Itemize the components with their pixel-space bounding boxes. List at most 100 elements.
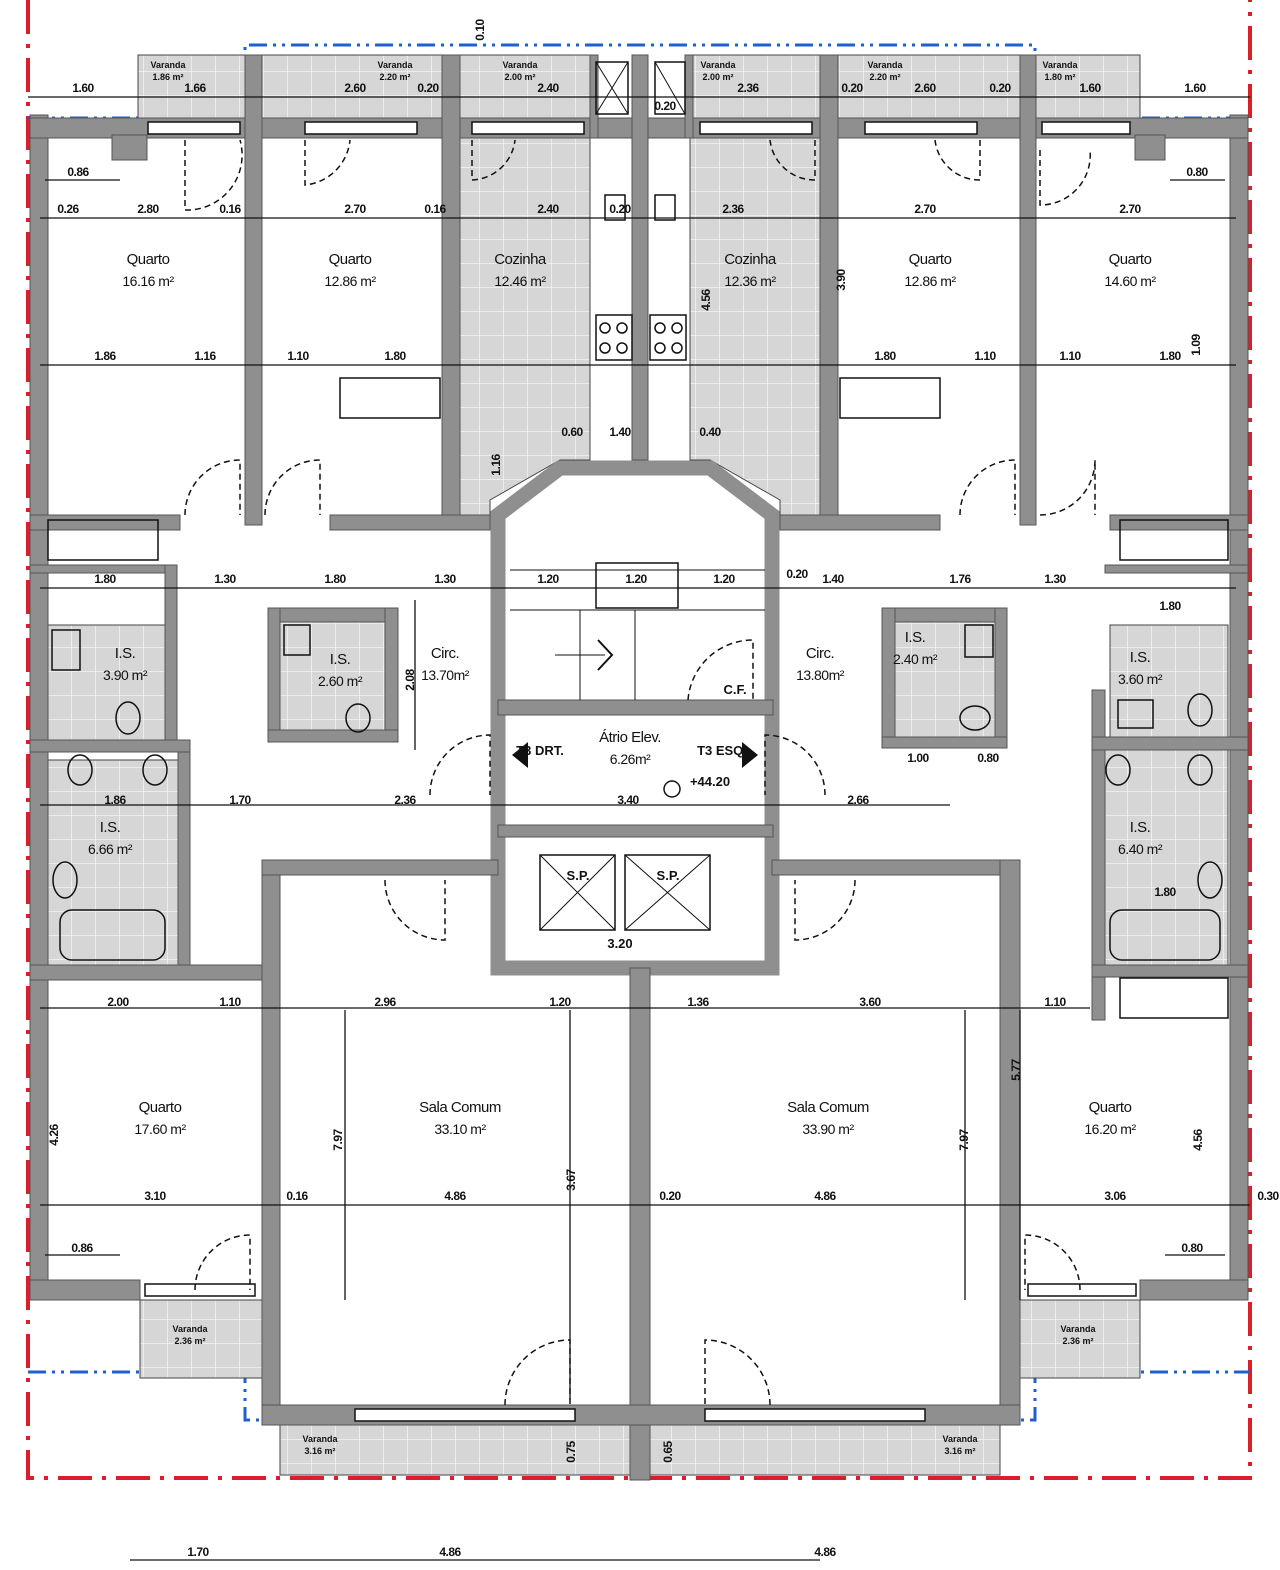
dimension-label: 1.16 [194,349,216,363]
dimension-label: 1.40 [609,425,631,439]
dimension-label: 0.16 [286,1189,308,1203]
dimension-label: 1.00 [907,751,929,765]
dimension-label: 0.20 [989,81,1011,95]
annotation-shaft-2: S.P. [657,868,680,883]
room-area: 2.60 m² [318,673,363,689]
annotation-apt-right-label: T3 DRT. [516,743,564,758]
dimension-label: 1.10 [1044,995,1066,1009]
room-area: 33.10 m² [434,1121,486,1137]
veranda-name: Varanda [377,60,413,70]
room-area: 16.20 m² [1084,1121,1136,1137]
dimension-label: 1.86 [94,349,116,363]
dimension-label-vertical: 1.09 [1189,333,1203,355]
dimension-label: 4.86 [814,1189,836,1203]
dimension-label: 0.20 [609,202,631,216]
dimension-label: 1.20 [713,572,735,586]
dimension-label: 1.20 [625,572,647,586]
dimension-label: 2.40 [537,202,559,216]
dimension-label: 2.60 [344,81,366,95]
dimension-label-vertical: 1.16 [489,453,503,475]
annotation-shaft-1: S.P. [567,868,590,883]
room-area: 13.80m² [796,667,845,683]
veranda-area: 2.00 m² [702,72,733,82]
room-area: 12.46 m² [494,273,546,289]
dimension-label: 1.80 [1154,885,1176,899]
dimension-label: 2.70 [344,202,366,216]
dimension-label: 2.70 [1119,202,1141,216]
dimension-label-vertical: 4.26 [47,1123,61,1145]
dimension-label-vertical: 0.10 [473,18,487,40]
room-name: Circ. [431,645,459,662]
veranda-name: Varanda [1060,1324,1096,1334]
dimension-label-vertical: 3.90 [834,268,848,290]
dimension-label: 2.00 [107,995,129,1009]
dimension-label: 2.36 [737,81,759,95]
dimension-label: 0.60 [561,425,583,439]
veranda-area: 2.36 m² [1062,1336,1093,1346]
veranda-area: 1.80 m² [1044,72,1075,82]
dimension-label: 0.40 [699,425,721,439]
dimension-label: 1.60 [72,81,94,95]
dimension-label: 0.26 [57,202,79,216]
dimension-label: 1.30 [434,572,456,586]
room-name: I.S. [1130,649,1151,666]
room-name: Quarto [1109,251,1152,268]
room-area: 6.40 m² [1118,841,1163,857]
dimension-label: 1.10 [974,349,996,363]
doors [184,139,1096,1406]
dimension-label: 0.80 [1186,165,1208,179]
room-name: I.S. [330,651,351,668]
dimension-label: 3.60 [859,995,881,1009]
room-name: Sala Comum [787,1099,869,1116]
room-name: Cozinha [724,251,777,268]
room-name: I.S. [1130,819,1151,836]
veranda-name: Varanda [172,1324,208,1334]
dimension-label: 1.60 [1079,81,1101,95]
room-name: I.S. [115,645,136,662]
dimension-label: 4.86 [814,1545,836,1559]
veranda-area: 3.16 m² [304,1446,335,1456]
dimension-label: 2.80 [137,202,159,216]
dimension-label: 2.60 [914,81,936,95]
annotation-level: +44.20 [690,774,730,789]
room-name: Átrio Elev. [599,729,661,746]
dimension-lines [28,96,1250,1561]
dimension-label: 0.16 [219,202,241,216]
dimension-label: 2.96 [374,995,396,1009]
dimension-label-vertical: 7.97 [331,1128,345,1150]
dimension-label: 2.36 [394,793,416,807]
windows [144,121,1137,1422]
dimension-label: 1.66 [184,81,206,95]
dimension-label: 0.20 [417,81,439,95]
dimension-label: 1.80 [94,572,116,586]
room-area: 17.60 m² [134,1121,186,1137]
dimension-label-vertical: 2.08 [403,668,417,690]
dimension-label: 3.10 [144,1189,166,1203]
room-area: 3.90 m² [103,667,148,683]
room-area: 12.86 m² [324,273,376,289]
room-name: Cozinha [494,251,547,268]
room-area: 6.26m² [610,751,651,767]
annotation-apt-left-label: T3 ESQ. [697,743,747,758]
dimension-label: 0.86 [71,1241,93,1255]
dimension-label: 1.80 [324,572,346,586]
dimension-label: 4.86 [444,1189,466,1203]
room-name: Quarto [909,251,952,268]
dimension-label: 0.20 [786,567,808,581]
dimension-label-vertical: 0.65 [661,1440,675,1462]
veranda-name: Varanda [942,1434,978,1444]
veranda-area: 2.20 m² [869,72,900,82]
dimension-label: 1.40 [822,572,844,586]
room-area: 12.36 m² [724,273,776,289]
veranda-name: Varanda [1042,60,1078,70]
room-name: Quarto [1089,1099,1132,1116]
dimension-label: 1.70 [187,1545,209,1559]
walls [29,54,1249,1481]
dimension-label: 1.20 [549,995,571,1009]
dimension-label: 1.80 [1159,349,1181,363]
veranda-area: 1.86 m² [152,72,183,82]
room-name: I.S. [905,629,926,646]
dimension-label: 1.76 [949,572,971,586]
